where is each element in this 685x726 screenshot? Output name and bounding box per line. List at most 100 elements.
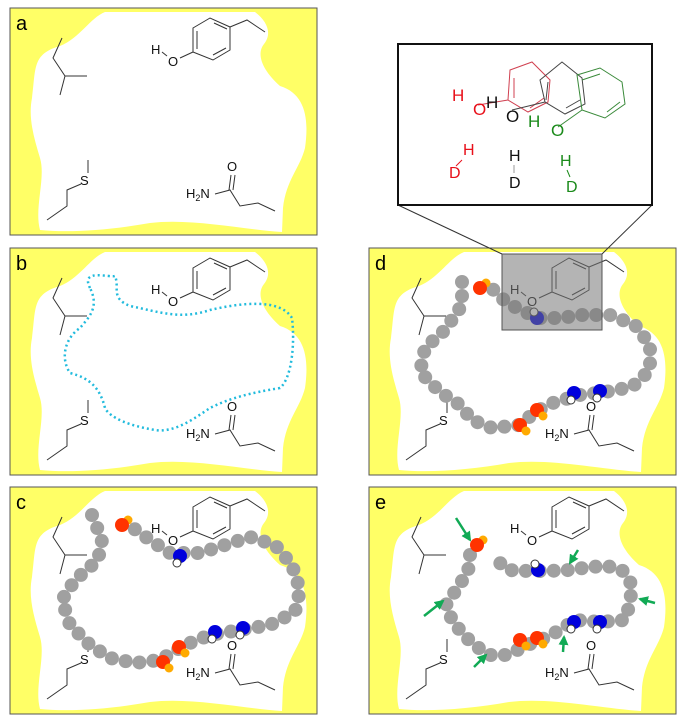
residue-bead: [92, 644, 107, 659]
residue-bead: [614, 381, 629, 396]
residue-bead: [244, 530, 259, 545]
residue-bead: [127, 522, 142, 537]
residue-bead: [574, 561, 589, 576]
residue-bead: [414, 358, 429, 373]
acidic-h-bead: [164, 663, 174, 673]
green-h-hd: H: [560, 153, 572, 170]
acidic-residue: [115, 518, 129, 532]
residue-bead: [471, 641, 486, 656]
panel-label: d: [375, 253, 386, 275]
acidic-residue: [470, 538, 484, 552]
black-h: H: [486, 93, 498, 112]
residue-bead: [417, 344, 432, 359]
residue-bead: [623, 588, 638, 603]
ring-red: [477, 61, 551, 113]
residue-bead: [418, 370, 433, 385]
residue-bead: [455, 275, 469, 289]
residue-bead: [204, 542, 219, 557]
panel-a: a: [9, 7, 318, 236]
arrow-icon: [568, 549, 580, 565]
red-o: O: [473, 100, 486, 119]
residue-bead: [460, 406, 475, 421]
residue-bead: [518, 563, 533, 578]
basic-h-bead: [566, 395, 576, 405]
residue-bead: [286, 562, 301, 577]
residue-bead: [132, 655, 147, 670]
residue-bead: [504, 563, 519, 578]
binding-pocket: [9, 486, 318, 715]
panel-label: a: [16, 13, 28, 35]
residue-bead: [588, 559, 603, 574]
residue-bead: [461, 561, 476, 576]
residue-bead: [443, 610, 458, 625]
residue-bead: [444, 313, 459, 328]
residue-bead: [71, 626, 86, 641]
arrow-icon: [454, 517, 472, 542]
panel-b: b: [9, 247, 318, 476]
residue-bead: [546, 395, 561, 410]
residue-bead: [290, 575, 305, 590]
residue-bead: [637, 367, 652, 382]
residue-bead: [251, 619, 266, 634]
acidic-residue: [473, 281, 487, 295]
panel-label: b: [16, 253, 27, 275]
residue-bead: [94, 534, 109, 549]
residue-bead: [548, 625, 563, 640]
basic-h-bead: [592, 393, 602, 403]
residue-bead: [92, 547, 107, 562]
acidic-h-bead: [521, 641, 531, 651]
red-h-hd: H: [463, 142, 475, 159]
residue-bead: [230, 533, 245, 548]
residue-bead: [603, 308, 618, 323]
residue-bead: [470, 415, 485, 430]
residue-bead: [183, 635, 198, 650]
residue-bead: [497, 419, 512, 434]
residue-bead: [58, 602, 73, 617]
residue-bead: [628, 319, 643, 334]
panel-d: d: [368, 247, 677, 476]
ring-black: [511, 61, 586, 115]
acidic-h-bead: [538, 411, 548, 421]
residue-bead: [291, 589, 306, 604]
residue-bead: [627, 377, 642, 392]
acidic-h-bead: [180, 648, 190, 658]
red-h: H: [452, 86, 464, 105]
residue-bead: [447, 585, 462, 600]
binding-pocket: [9, 247, 318, 476]
residue-bead: [621, 602, 636, 617]
residue-bead: [450, 396, 465, 411]
residue-bead: [90, 520, 105, 535]
residue-bead: [452, 302, 467, 317]
arrow-icon: [423, 599, 445, 617]
residue-bead: [439, 597, 454, 612]
acidic-h-bead: [521, 426, 531, 436]
residue-bead: [493, 556, 508, 571]
green-o: O: [551, 121, 564, 140]
panel-label: c: [16, 492, 26, 514]
basic-h-bead: [172, 558, 182, 568]
basic-h-bead: [207, 634, 217, 644]
residue-bead: [84, 558, 99, 573]
residue-bead: [615, 563, 630, 578]
residue-bead: [486, 282, 501, 297]
ring-green: [557, 67, 626, 128]
arrow-icon: [473, 653, 488, 668]
basic-h-bead: [592, 624, 602, 634]
residue-bead: [85, 508, 99, 522]
arrow-icon: [638, 596, 656, 606]
residue-bead: [190, 546, 205, 560]
binding-pocket: [9, 7, 318, 236]
basic-h-bead: [566, 624, 576, 634]
basic-h-bead: [235, 630, 245, 640]
residue-bead: [64, 578, 79, 593]
highlight-region: [501, 253, 603, 331]
residue-bead: [139, 530, 154, 545]
residue-bead: [288, 602, 303, 617]
residue-bead: [56, 589, 71, 604]
panel-e: e: [368, 486, 677, 715]
residue-bead: [217, 538, 232, 553]
black-d: D: [509, 175, 521, 192]
green-d: D: [566, 179, 578, 196]
peptide-chains: [56, 275, 657, 673]
residue-bead: [623, 575, 638, 590]
